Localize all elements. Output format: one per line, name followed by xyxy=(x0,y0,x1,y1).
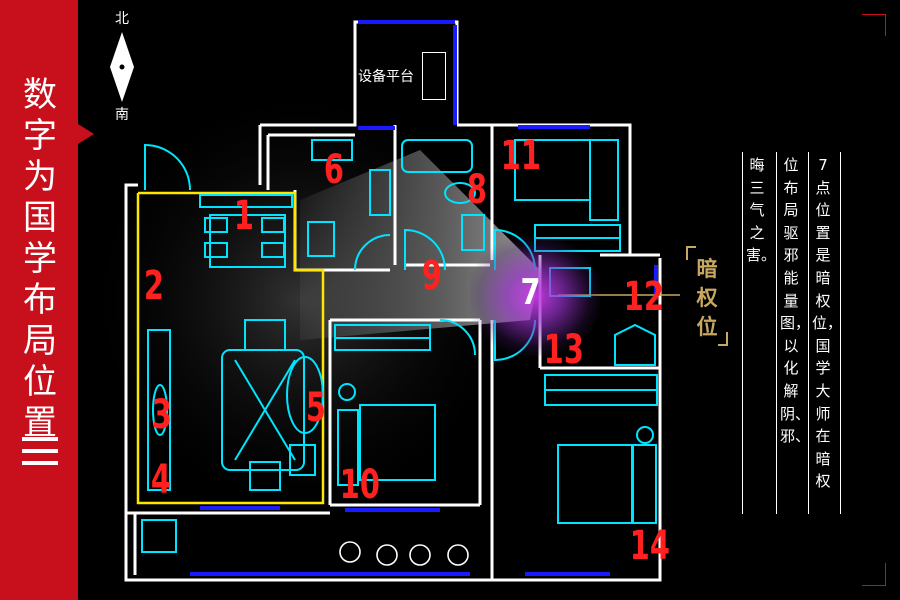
position-4: 4 xyxy=(150,457,171,503)
position-2: 2 xyxy=(143,263,164,309)
dark-power-glow xyxy=(470,236,600,356)
callout-bracket-close xyxy=(718,332,728,346)
ac-unit xyxy=(422,52,446,100)
column-divider xyxy=(840,152,841,514)
column-divider xyxy=(742,152,743,514)
compass-north-label: 北 xyxy=(115,11,129,27)
windows xyxy=(190,20,658,576)
equipment-platform-label: 设备平台 xyxy=(358,69,414,85)
dark-power-label: 暗权位 xyxy=(696,256,718,339)
frame-corner xyxy=(862,14,886,15)
living-room-outline xyxy=(136,191,325,505)
compass-south-label: 南 xyxy=(115,107,129,123)
column-divider xyxy=(808,152,809,514)
position-8: 8 xyxy=(466,167,487,213)
column-divider xyxy=(776,152,777,514)
frame-corner xyxy=(885,563,886,585)
position-7: 7 xyxy=(520,272,541,313)
sidebar-arrow-icon xyxy=(78,124,94,144)
position-6: 6 xyxy=(323,147,344,193)
position-9: 9 xyxy=(421,253,442,299)
callout-bracket-open xyxy=(686,246,696,260)
position-3: 3 xyxy=(151,392,172,438)
position-1: 1 xyxy=(233,193,254,239)
position-10: 10 xyxy=(339,462,380,508)
roman-numeral-three xyxy=(22,437,58,467)
description-col-1: 7点位置是暗权位，国学大师在暗权 xyxy=(812,156,843,491)
walls xyxy=(124,20,662,582)
position-12: 12 xyxy=(623,274,664,320)
sidebar-title: 数字为国学布局位置 xyxy=(23,75,57,443)
description-col-2: 位布局驱邪能量图，以化解阴、邪、 xyxy=(780,156,811,446)
description-col-3: 晦三气之害。 xyxy=(746,156,777,265)
furniture xyxy=(141,139,658,553)
position-5: 5 xyxy=(305,385,326,431)
compass-needle-icon xyxy=(110,32,134,102)
plant-icons xyxy=(339,541,469,566)
frame-corner xyxy=(885,14,886,36)
sidebar: 数字为国学布局位置 xyxy=(0,0,78,600)
position-11: 11 xyxy=(500,133,541,179)
frame-corner xyxy=(862,585,886,586)
position-13: 13 xyxy=(543,327,584,373)
position-14: 14 xyxy=(629,523,670,569)
